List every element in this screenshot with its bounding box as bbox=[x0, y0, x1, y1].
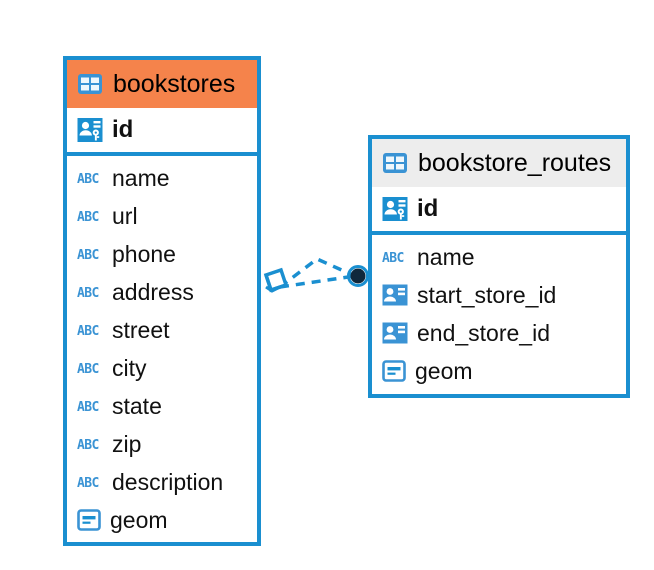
primary-key-icon bbox=[382, 196, 408, 222]
svg-text:ABC: ABC bbox=[77, 248, 99, 261]
field-row-geom[interactable]: geom bbox=[67, 501, 257, 539]
field-row-description[interactable]: ABC description bbox=[67, 463, 257, 501]
field-row-address[interactable]: ABC address bbox=[67, 273, 257, 311]
field-row-state[interactable]: ABC state bbox=[67, 387, 257, 425]
field-label-geom: geom bbox=[415, 357, 473, 384]
abc-text-icon: ABC bbox=[77, 399, 103, 415]
abc-text-icon: ABC bbox=[77, 209, 103, 225]
field-label-geom: geom bbox=[110, 506, 168, 533]
entity-table-bookstores[interactable]: bookstores id bbox=[63, 56, 261, 546]
field-label-city: city bbox=[112, 354, 147, 381]
svg-text:ABC: ABC bbox=[77, 362, 99, 375]
field-row-end-store-id[interactable]: end_store_id bbox=[372, 314, 626, 352]
field-label-street: street bbox=[112, 316, 170, 343]
entity-table-bookstore-routes[interactable]: bookstore_routes id bbox=[368, 135, 630, 398]
field-list-bookstore-routes: ABC name start_store_id bbox=[372, 235, 626, 394]
field-row-street[interactable]: ABC street bbox=[67, 311, 257, 349]
abc-text-icon: ABC bbox=[77, 247, 103, 263]
entity-header-bookstores[interactable]: bookstores bbox=[67, 60, 257, 108]
field-row-name[interactable]: ABC name bbox=[67, 159, 257, 197]
field-row-zip[interactable]: ABC zip bbox=[67, 425, 257, 463]
geometry-icon bbox=[382, 360, 406, 382]
entity-title-bookstore-routes: bookstore_routes bbox=[418, 148, 612, 177]
field-row-name[interactable]: ABC name bbox=[372, 238, 626, 276]
svg-text:ABC: ABC bbox=[77, 172, 99, 185]
svg-text:ABC: ABC bbox=[77, 324, 99, 337]
field-label-zip: zip bbox=[112, 430, 142, 457]
field-row-phone[interactable]: ABC phone bbox=[67, 235, 257, 273]
field-row-geom[interactable]: geom bbox=[372, 352, 626, 390]
field-label-start-store-id: start_store_id bbox=[417, 281, 557, 308]
svg-text:ABC: ABC bbox=[77, 438, 99, 451]
abc-text-icon: ABC bbox=[382, 250, 408, 266]
field-list-bookstores: ABC name ABC url ABC p bbox=[67, 156, 257, 542]
geometry-icon bbox=[77, 509, 101, 531]
field-label-end-store-id: end_store_id bbox=[417, 319, 550, 346]
field-row-start-store-id[interactable]: start_store_id bbox=[372, 276, 626, 314]
field-label-phone: phone bbox=[112, 240, 176, 267]
svg-text:ABC: ABC bbox=[77, 400, 99, 413]
field-row-id[interactable]: id bbox=[67, 108, 257, 156]
field-label-description: description bbox=[112, 468, 224, 495]
entity-header-bookstore-routes[interactable]: bookstore_routes bbox=[372, 139, 626, 187]
filled-circle-icon bbox=[347, 265, 369, 287]
abc-text-icon: ABC bbox=[77, 475, 103, 491]
table-icon bbox=[382, 152, 408, 174]
field-row-url[interactable]: ABC url bbox=[67, 197, 257, 235]
table-icon bbox=[77, 73, 103, 95]
field-label-id: id bbox=[417, 195, 439, 222]
entity-title-bookstores: bookstores bbox=[113, 69, 236, 98]
field-label-name: name bbox=[417, 243, 475, 270]
svg-text:ABC: ABC bbox=[77, 286, 99, 299]
abc-text-icon: ABC bbox=[77, 361, 103, 377]
field-row-city[interactable]: ABC city bbox=[67, 349, 257, 387]
field-label-url: url bbox=[112, 202, 138, 229]
foreign-key-icon bbox=[382, 322, 408, 344]
svg-text:ABC: ABC bbox=[382, 251, 404, 264]
abc-text-icon: ABC bbox=[77, 171, 103, 187]
abc-text-icon: ABC bbox=[77, 437, 103, 453]
abc-text-icon: ABC bbox=[77, 323, 103, 339]
field-row-id[interactable]: id bbox=[372, 187, 626, 235]
relationship-line-lower bbox=[279, 274, 356, 289]
abc-text-icon: ABC bbox=[77, 285, 103, 301]
field-label-name: name bbox=[112, 164, 170, 191]
field-label-state: state bbox=[112, 392, 162, 419]
primary-key-icon bbox=[77, 117, 103, 143]
svg-text:ABC: ABC bbox=[77, 476, 99, 489]
foreign-key-icon bbox=[382, 284, 408, 306]
field-label-address: address bbox=[112, 278, 194, 305]
field-label-id: id bbox=[112, 116, 134, 143]
svg-text:ABC: ABC bbox=[77, 210, 99, 223]
relationship-line-upper bbox=[278, 256, 356, 289]
crows-foot-diamond-icon bbox=[263, 267, 289, 293]
